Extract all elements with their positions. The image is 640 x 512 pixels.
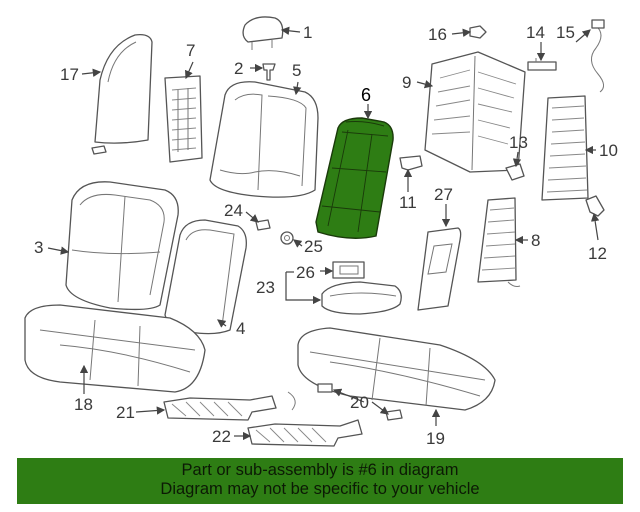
banner-line-part: Part or sub-assembly is #6 in diagram [181, 461, 459, 479]
part-10-frame-panel[interactable] [541, 95, 589, 201]
part-6-highlighted-seatback[interactable] [315, 117, 394, 239]
part-18-seat-cushion[interactable] [24, 304, 206, 393]
part-20-clips[interactable] [317, 383, 403, 421]
callout-4: 4 [236, 319, 245, 338]
part-8-frame-panel[interactable] [477, 197, 521, 287]
banner-line-disclaimer: Diagram may not be specific to your vehi… [160, 480, 480, 498]
callout-21: 21 [116, 403, 135, 422]
callout-23: 23 [256, 278, 275, 297]
callout-24: 24 [224, 201, 243, 220]
callout-14: 14 [526, 23, 545, 42]
part-5-seatback-cushion[interactable] [209, 81, 319, 198]
callout-18: 18 [74, 395, 93, 414]
part-1-headrest[interactable] [242, 16, 284, 50]
part-16-clip[interactable] [469, 25, 487, 39]
callout-17: 17 [60, 65, 79, 84]
part-15-cable[interactable] [591, 19, 605, 93]
part-info-banner: Part or sub-assembly is #6 in diagram Di… [17, 458, 623, 504]
part-26-cup-holder[interactable] [332, 261, 365, 279]
part-2-guide[interactable] [262, 63, 276, 81]
part-19-seat-cushion[interactable] [297, 327, 496, 411]
callout-13: 13 [509, 133, 528, 152]
part-12-hook[interactable] [585, 195, 605, 217]
part-3-left-seatback[interactable] [65, 181, 179, 311]
callout-10: 10 [599, 141, 618, 160]
callout-16: 16 [428, 25, 447, 44]
callout-2: 2 [234, 59, 243, 78]
part-7-frame-panel[interactable] [164, 75, 203, 163]
callout-3: 3 [34, 238, 43, 257]
callout-6: 6 [361, 85, 371, 105]
part-11-latch[interactable] [399, 155, 423, 171]
callout-22: 22 [212, 427, 231, 446]
callout-8: 8 [531, 231, 540, 250]
part-14-bracket[interactable] [527, 58, 557, 71]
callout-labels: 1 2 3 4 5 6 7 8 9 10 11 12 13 14 15 16 1… [34, 23, 618, 448]
part-24-clip[interactable] [255, 219, 271, 231]
part-25-bolt[interactable] [280, 231, 294, 245]
rear-seat-exploded-diagram: 1 2 3 4 5 6 7 8 9 10 11 12 13 14 15 16 1… [24, 16, 618, 448]
part-6-fill [315, 117, 394, 239]
part-27-armrest-housing[interactable] [417, 227, 462, 311]
part-22-heater-mat[interactable] [247, 419, 363, 447]
callout-19: 19 [426, 429, 445, 448]
callout-26: 26 [296, 263, 315, 282]
callout-5: 5 [292, 61, 301, 80]
callout-1: 1 [303, 23, 312, 42]
part-21-heater-mat[interactable] [163, 391, 296, 421]
part-4-seatback[interactable] [164, 219, 247, 335]
callout-27: 27 [434, 185, 453, 204]
callout-11: 11 [399, 193, 417, 212]
callout-7: 7 [186, 41, 195, 60]
callout-12: 12 [588, 244, 607, 263]
callout-15: 15 [556, 23, 575, 42]
part-9-seatback-frame[interactable] [424, 51, 526, 173]
callout-9: 9 [402, 73, 411, 92]
leader-lines [47, 26, 600, 441]
part-17-side-bolster[interactable] [91, 34, 153, 155]
callout-20: 20 [350, 393, 369, 412]
part-23-armrest[interactable] [321, 281, 402, 315]
callout-25: 25 [304, 237, 323, 256]
